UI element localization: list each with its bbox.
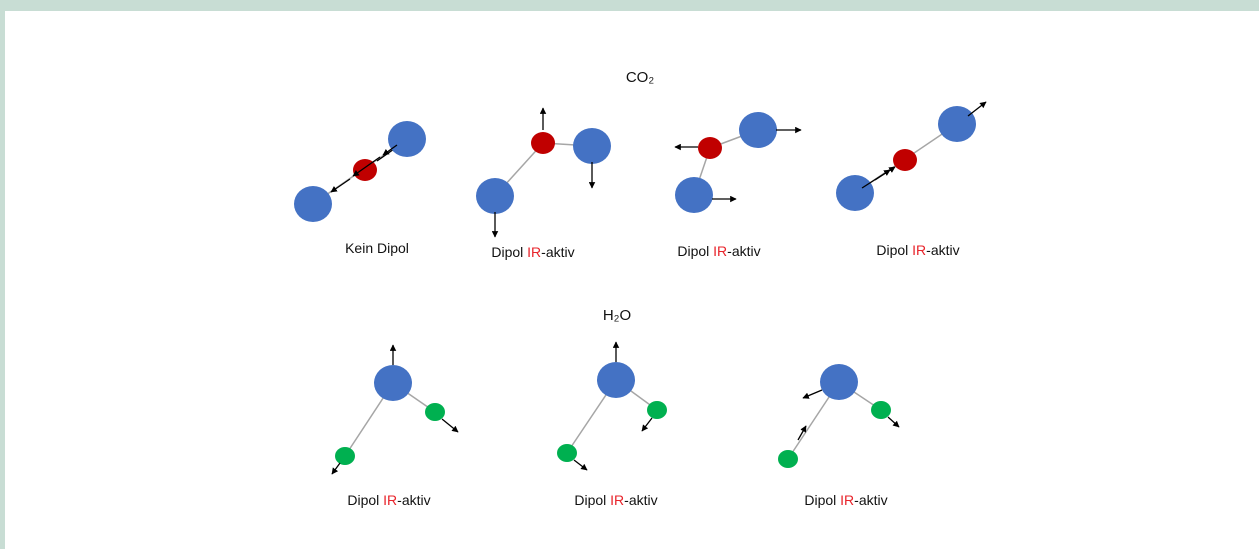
hydrogen-atom bbox=[425, 403, 445, 421]
mode-label: Dipol IR-aktiv bbox=[804, 492, 887, 508]
oxygen-atom bbox=[388, 121, 426, 157]
mode-label: Dipol IR-aktiv bbox=[677, 243, 760, 259]
mode-label: Dipol IR-aktiv bbox=[491, 244, 574, 260]
oxygen-atom bbox=[476, 178, 514, 214]
oxygen-atom bbox=[836, 175, 874, 211]
hydrogen-atom bbox=[871, 401, 891, 419]
oxygen-atom bbox=[573, 128, 611, 164]
hydrogen-atom bbox=[335, 447, 355, 465]
mode-label: Dipol IR-aktiv bbox=[876, 242, 959, 258]
oxygen-atom bbox=[739, 112, 777, 148]
oxygen-atom bbox=[675, 177, 713, 213]
h2o-mode-2: Dipol IR-aktiv bbox=[557, 341, 667, 508]
oxygen-atom bbox=[820, 364, 858, 400]
co2-mode-1: Kein Dipol bbox=[294, 121, 426, 256]
arrow bbox=[797, 425, 807, 441]
arrow bbox=[441, 418, 459, 433]
diagram-panel bbox=[5, 11, 1259, 549]
arrow bbox=[641, 417, 653, 432]
arrow bbox=[352, 156, 381, 177]
arrow bbox=[330, 178, 351, 193]
arrow bbox=[874, 166, 896, 181]
arrow bbox=[573, 459, 588, 471]
co2-mode-4: Dipol IR-aktiv bbox=[836, 101, 987, 258]
co2-mode-3: Dipol IR-aktiv bbox=[674, 112, 802, 259]
co2-title: CO₂ bbox=[626, 69, 655, 86]
arrow bbox=[802, 389, 823, 399]
mode-label: Dipol IR-aktiv bbox=[347, 492, 430, 508]
carbon-atom bbox=[893, 149, 917, 171]
h2o-mode-1: Dipol IR-aktiv bbox=[331, 344, 459, 508]
mode-label: Kein Dipol bbox=[345, 240, 409, 256]
arrow bbox=[331, 462, 341, 475]
hydrogen-atom bbox=[647, 401, 667, 419]
carbon-atom bbox=[698, 137, 722, 159]
arrow bbox=[382, 144, 398, 156]
hydrogen-atom bbox=[557, 444, 577, 462]
hydrogen-atom bbox=[778, 450, 798, 468]
arrow bbox=[887, 416, 900, 428]
oxygen-atom bbox=[294, 186, 332, 222]
oxygen-atom bbox=[374, 365, 412, 401]
arrow bbox=[967, 101, 987, 117]
carbon-atom bbox=[531, 132, 555, 154]
oxygen-atom bbox=[597, 362, 635, 398]
h2o-title: H₂O bbox=[603, 307, 631, 324]
co2-mode-2: Dipol IR-aktiv bbox=[476, 107, 611, 260]
mode-label: Dipol IR-aktiv bbox=[574, 492, 657, 508]
h2o-mode-3: Dipol IR-aktiv bbox=[778, 364, 900, 508]
oxygen-atom bbox=[938, 106, 976, 142]
